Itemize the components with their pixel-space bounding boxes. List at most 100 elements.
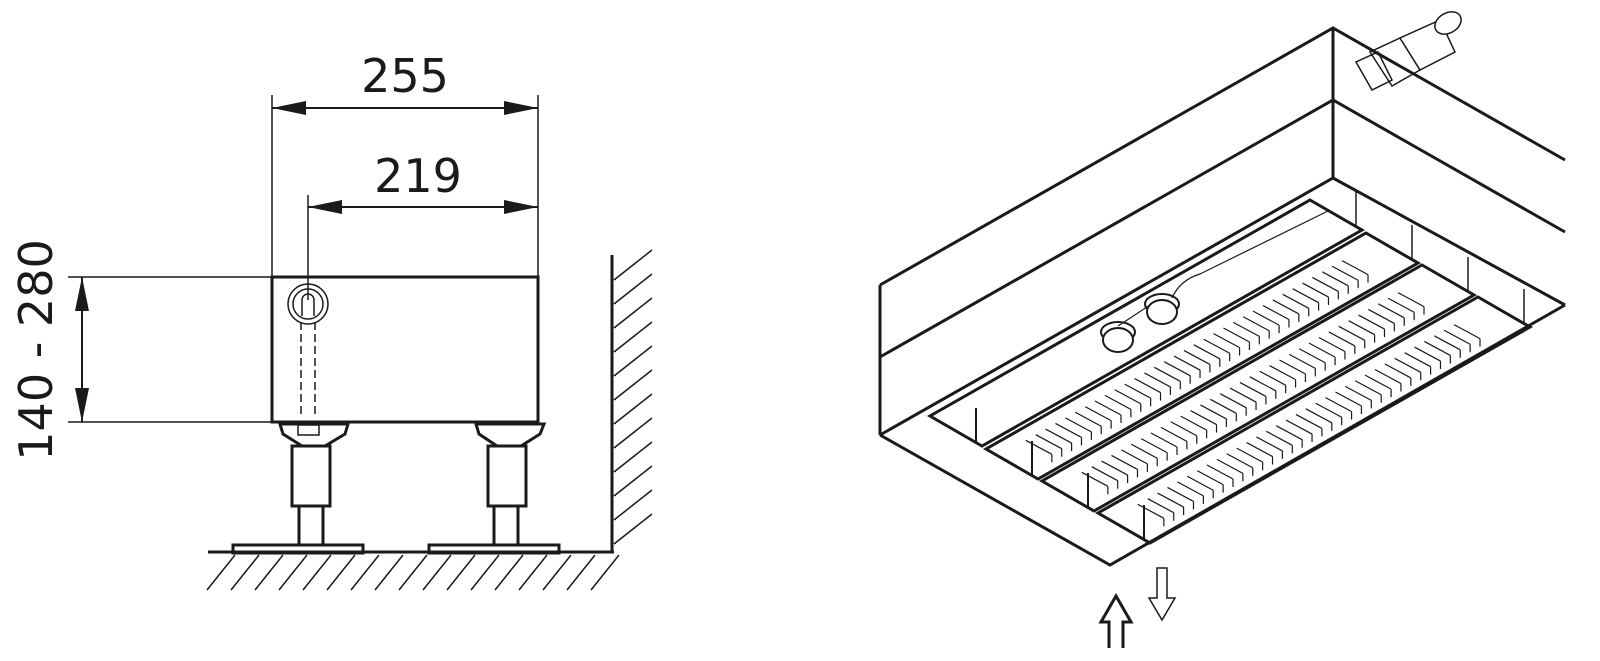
airflow-in-arrow-icon: [1098, 592, 1134, 648]
hatch-line: [590, 554, 620, 591]
pipe-connection: [287, 283, 329, 436]
heat-exchanger-fin: [1229, 387, 1257, 403]
heat-exchanger-fin: [1256, 436, 1283, 452]
heat-exchanger-fin: [1150, 432, 1178, 448]
heat-exchanger-fin: [1345, 385, 1372, 401]
heat-exchanger-fin: [1295, 413, 1323, 429]
heat-exchanger-fin: [1167, 486, 1194, 502]
heat-exchanger-fin: [1147, 498, 1175, 514]
hatch-line: [302, 554, 332, 591]
heat-exchanger-fin: [1315, 402, 1342, 418]
heat-exchanger-fin: [1364, 374, 1392, 390]
leg-right: [427, 422, 561, 555]
heat-exchanger-fin: [1387, 297, 1415, 313]
heat-exchanger-fin: [1443, 329, 1471, 345]
heat-exchanger-fin: [1130, 443, 1158, 459]
heat-exchanger-fin: [1186, 475, 1214, 491]
heat-exchanger-fin: [1262, 304, 1290, 321]
hatch-line: [350, 554, 380, 591]
heat-exchanger-fin: [1216, 458, 1244, 474]
heat-exchanger-fin: [1331, 265, 1359, 281]
hatch-line: [518, 554, 548, 591]
heat-exchanger-fin: [1213, 333, 1240, 349]
heat-exchanger-fin: [1282, 293, 1310, 309]
heat-exchanger-fin: [1193, 344, 1221, 360]
hatch-line: [613, 393, 653, 425]
heat-exchanger-fin: [1084, 406, 1112, 422]
hatch-line: [613, 273, 653, 305]
heat-exchanger-fin: [1305, 408, 1333, 424]
heat-exchanger-fin: [1308, 342, 1336, 358]
hatch-line: [613, 249, 653, 281]
dimension-label-height: 140 - 280: [9, 239, 63, 460]
dimension-label-219: 219: [374, 149, 462, 203]
heat-exchanger-fin: [1137, 503, 1165, 519]
heat-exchanger-fin: [1275, 425, 1303, 441]
heat-exchanger-fin: [1246, 442, 1273, 458]
grille-slot: [1094, 295, 1534, 545]
heat-exchanger-fin: [1173, 355, 1201, 371]
heat-exchanger-fin: [1249, 376, 1277, 392]
convector-body: [270, 275, 540, 424]
heat-exchanger-fin: [1374, 368, 1402, 385]
heat-exchanger-fin: [1338, 325, 1366, 341]
heat-exchanger-fin: [1190, 410, 1217, 426]
hatch-line: [398, 554, 428, 591]
heat-exchanger-fin: [1134, 378, 1161, 394]
heat-exchanger-fin: [1272, 299, 1300, 315]
heat-exchanger-fin: [1196, 470, 1224, 486]
heat-exchanger-fin: [1424, 340, 1451, 356]
hatch-line: [422, 554, 452, 591]
hatch-line: [613, 321, 653, 353]
heat-exchanger-fin: [1045, 428, 1072, 444]
heat-exchanger-fin: [1081, 471, 1109, 487]
airflow-out-arrow-icon: [1147, 567, 1177, 622]
heat-exchanger-fin: [1101, 460, 1128, 476]
heat-exchanger-fin: [1219, 393, 1247, 409]
heat-exchanger-fin: [1328, 331, 1356, 347]
grille-slot: [982, 231, 1422, 481]
dimension-label-255: 255: [361, 49, 449, 103]
heat-exchanger-fin: [1104, 394, 1132, 410]
hatch-line: [494, 554, 524, 591]
heat-exchanger-fin: [1209, 398, 1237, 414]
heat-exchanger-fin: [1433, 335, 1461, 351]
heat-exchanger-fin: [1414, 346, 1441, 362]
heat-exchanger-fin: [1341, 260, 1369, 276]
heat-exchanger-fin: [1055, 422, 1082, 438]
grille-slots: [926, 192, 1534, 545]
heat-exchanger-fin: [1183, 349, 1211, 365]
heat-exchanger-fin: [1368, 308, 1395, 324]
heat-exchanger-fin: [1354, 380, 1382, 396]
heat-exchanger-fin: [1377, 303, 1405, 319]
heat-exchanger-fin: [1091, 466, 1119, 482]
heat-exchanger-fin: [1397, 292, 1425, 308]
hatch-line: [613, 513, 653, 545]
heat-exchanger-fin: [1223, 327, 1250, 343]
heat-exchanger-fin: [1035, 434, 1063, 450]
hatch-line: [613, 417, 653, 449]
heat-exchanger-fin: [1140, 438, 1168, 454]
heat-exchanger-fin: [1285, 419, 1313, 435]
hatch-line: [254, 554, 284, 591]
hatch-line: [542, 554, 572, 591]
dimension-255: 255: [271, 49, 539, 277]
heat-exchanger-fin: [1236, 447, 1263, 463]
heat-exchanger-fin: [1163, 361, 1191, 377]
grille-slot: [1038, 263, 1478, 513]
heat-exchanger-fin: [1170, 421, 1198, 437]
heat-exchanger-fin: [1114, 389, 1142, 405]
hatch-line: [613, 489, 653, 521]
heat-exchanger-fin: [1206, 464, 1234, 480]
thermostatic-valve: [1354, 11, 1462, 91]
hatch-line: [613, 465, 653, 497]
hatch-line: [566, 554, 596, 591]
hatch-line: [374, 554, 404, 591]
hatch-line: [470, 554, 500, 591]
heat-exchanger-fin: [1180, 415, 1207, 431]
heat-exchanger-fin: [1065, 417, 1092, 433]
heat-exchanger-fin: [1358, 314, 1385, 330]
hatch-line: [613, 369, 653, 401]
heat-exchanger-fin: [1074, 411, 1102, 427]
